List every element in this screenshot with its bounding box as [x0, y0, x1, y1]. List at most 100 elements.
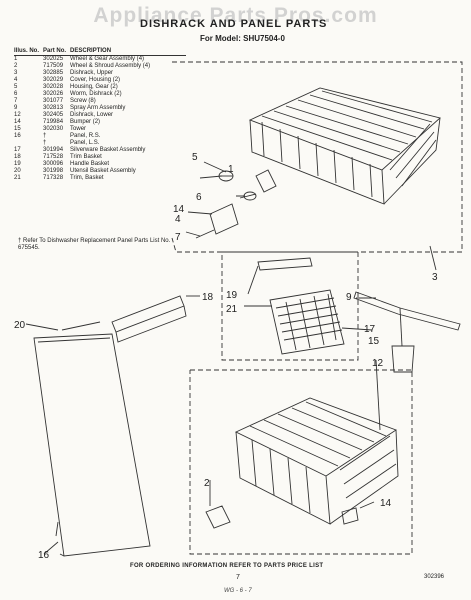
row-illus-no: 20 [14, 168, 21, 174]
row-part-no: 302028 [43, 84, 64, 90]
row-description: Wheel & Shroud Assembly (4) [70, 63, 151, 69]
row-description: Cover, Housing (2) [70, 77, 121, 83]
callout-5: 5 [192, 152, 198, 163]
upper-dishrack-drawing [248, 87, 441, 205]
row-part-no: 301077 [43, 98, 64, 104]
callout-9: 9 [346, 292, 352, 303]
page-number: 7 [236, 574, 240, 581]
row-description: Dishrack, Upper [70, 70, 114, 76]
row-part-no: 302026 [43, 91, 64, 97]
parts-table-row: 18 717528 Trim Basket [14, 154, 186, 161]
watermark: Appliance Parts Pros.com [93, 4, 378, 27]
row-part-no: 301994 [43, 147, 64, 153]
callout-19: 19 [226, 290, 238, 301]
row-description: Spray Arm Assembly [70, 105, 126, 111]
row-description: Dishrack, Lower [70, 112, 114, 118]
header-description: DESCRIPTION [70, 48, 187, 56]
parts-table-row: 14 719984 Bumper (2) [14, 119, 186, 126]
silverware-basket-drawing [244, 257, 345, 355]
callout-3: 3 [432, 272, 438, 283]
row-part-no: † [43, 133, 47, 139]
callout-18: 18 [202, 292, 214, 303]
row-illus-no: 17 [14, 147, 21, 153]
row-illus-no: 1 [14, 56, 18, 62]
trim-basket-drawing [111, 295, 200, 343]
row-part-no: 301998 [43, 168, 64, 174]
row-part-no: 302029 [43, 77, 64, 83]
row-part-no: 302405 [43, 112, 64, 118]
callout-20: 20 [14, 320, 26, 331]
row-description: Handle Basket [70, 161, 110, 167]
panel-drawing [33, 321, 151, 557]
bumper-drawing [341, 501, 375, 525]
callout-2: 2 [204, 478, 210, 489]
row-illus-no: 15 [14, 126, 21, 132]
row-illus-no: 7 [14, 98, 18, 104]
row-description: Bumper (2) [70, 119, 101, 125]
callout-16: 16 [38, 550, 50, 561]
row-illus-no: 18 [14, 154, 21, 160]
row-description: Worm, Dishrack (2) [70, 91, 122, 97]
row-illus-no: 4 [14, 77, 18, 83]
parts-table-row: 5 302028 Housing, Gear (2) [14, 84, 186, 91]
row-illus-no: 19 [14, 161, 21, 167]
row-illus-no: 9 [14, 105, 18, 111]
row-illus-no: 16 [14, 133, 21, 139]
header-illus: Illus. No. [14, 48, 44, 56]
row-part-no: 302885 [43, 70, 64, 76]
row-illus-no: 5 [14, 84, 18, 90]
callout-1: 1 [228, 164, 234, 175]
row-description: Screw (8) [70, 98, 96, 104]
row-part-no: 717528 [43, 154, 64, 160]
lower-rack-boundary [189, 369, 413, 555]
row-illus-no: 2 [14, 63, 18, 69]
parts-table-row: 20 301998 Utensil Basket Assembly [14, 168, 186, 175]
callout-14-upper: 14 [173, 204, 185, 215]
row-part-no: 302813 [43, 105, 64, 111]
parts-table-row: 7 301077 Screw (8) [14, 98, 186, 105]
wheel-shroud-drawing [205, 480, 231, 529]
row-description: Panel, L.S. [70, 140, 100, 146]
row-description: Silverware Basket Assembly [70, 147, 146, 153]
row-description: Wheel & Gear Assembly (4) [70, 56, 145, 62]
row-illus-no: 6 [14, 91, 18, 97]
handwritten-code: WG - 6 - 7 [224, 588, 252, 594]
parts-table-row: 17 301994 Silverware Basket Assembly [14, 147, 186, 154]
row-part-no: 302025 [43, 56, 64, 62]
parts-table-header: Illus. No. Part No. DESCRIPTION [14, 48, 187, 56]
row-illus-no: 14 [14, 119, 21, 125]
callout-6: 6 [196, 192, 202, 203]
ordering-info-footer: FOR ORDERING INFORMATION REFER TO PARTS … [130, 563, 324, 569]
callout-15: 15 [368, 336, 380, 347]
parts-table-row: 12 302405 Dishrack, Lower [14, 112, 186, 119]
row-part-no: 717328 [43, 175, 64, 181]
parts-table-row: 4 302029 Cover, Housing (2) [14, 77, 186, 84]
row-description: Trim Basket [70, 154, 102, 160]
parts-table-row: 1 302025 Wheel & Gear Assembly (4) [14, 56, 186, 64]
document-code: 302396 [424, 574, 445, 580]
lower-dishrack-drawing [234, 359, 399, 525]
row-illus-no: 12 [14, 112, 21, 118]
row-illus-no: 3 [14, 70, 18, 76]
upper-rack-boundary [171, 61, 463, 253]
row-part-no: 300096 [43, 161, 64, 167]
parts-table-row: 6 302026 Worm, Dishrack (2) [14, 91, 186, 98]
callout-21: 21 [226, 304, 238, 315]
row-part-no: 719984 [43, 119, 64, 125]
row-description: Utensil Basket Assembly [70, 168, 136, 174]
callout-4: 4 [175, 214, 181, 225]
header-part: Part No. [43, 48, 71, 56]
wheel-gear-parts-drawing [185, 161, 277, 239]
silverware-basket-boundary [221, 251, 359, 361]
parts-table-row: 19 300096 Handle Basket [14, 161, 186, 168]
row-description: Housing, Gear (2) [70, 84, 118, 90]
row-part-no: † [43, 140, 47, 146]
row-description: Panel, R.S. [70, 133, 101, 139]
callout-14-lower: 14 [380, 498, 392, 509]
row-illus-no: 21 [14, 175, 21, 181]
callout-12: 12 [372, 358, 384, 369]
